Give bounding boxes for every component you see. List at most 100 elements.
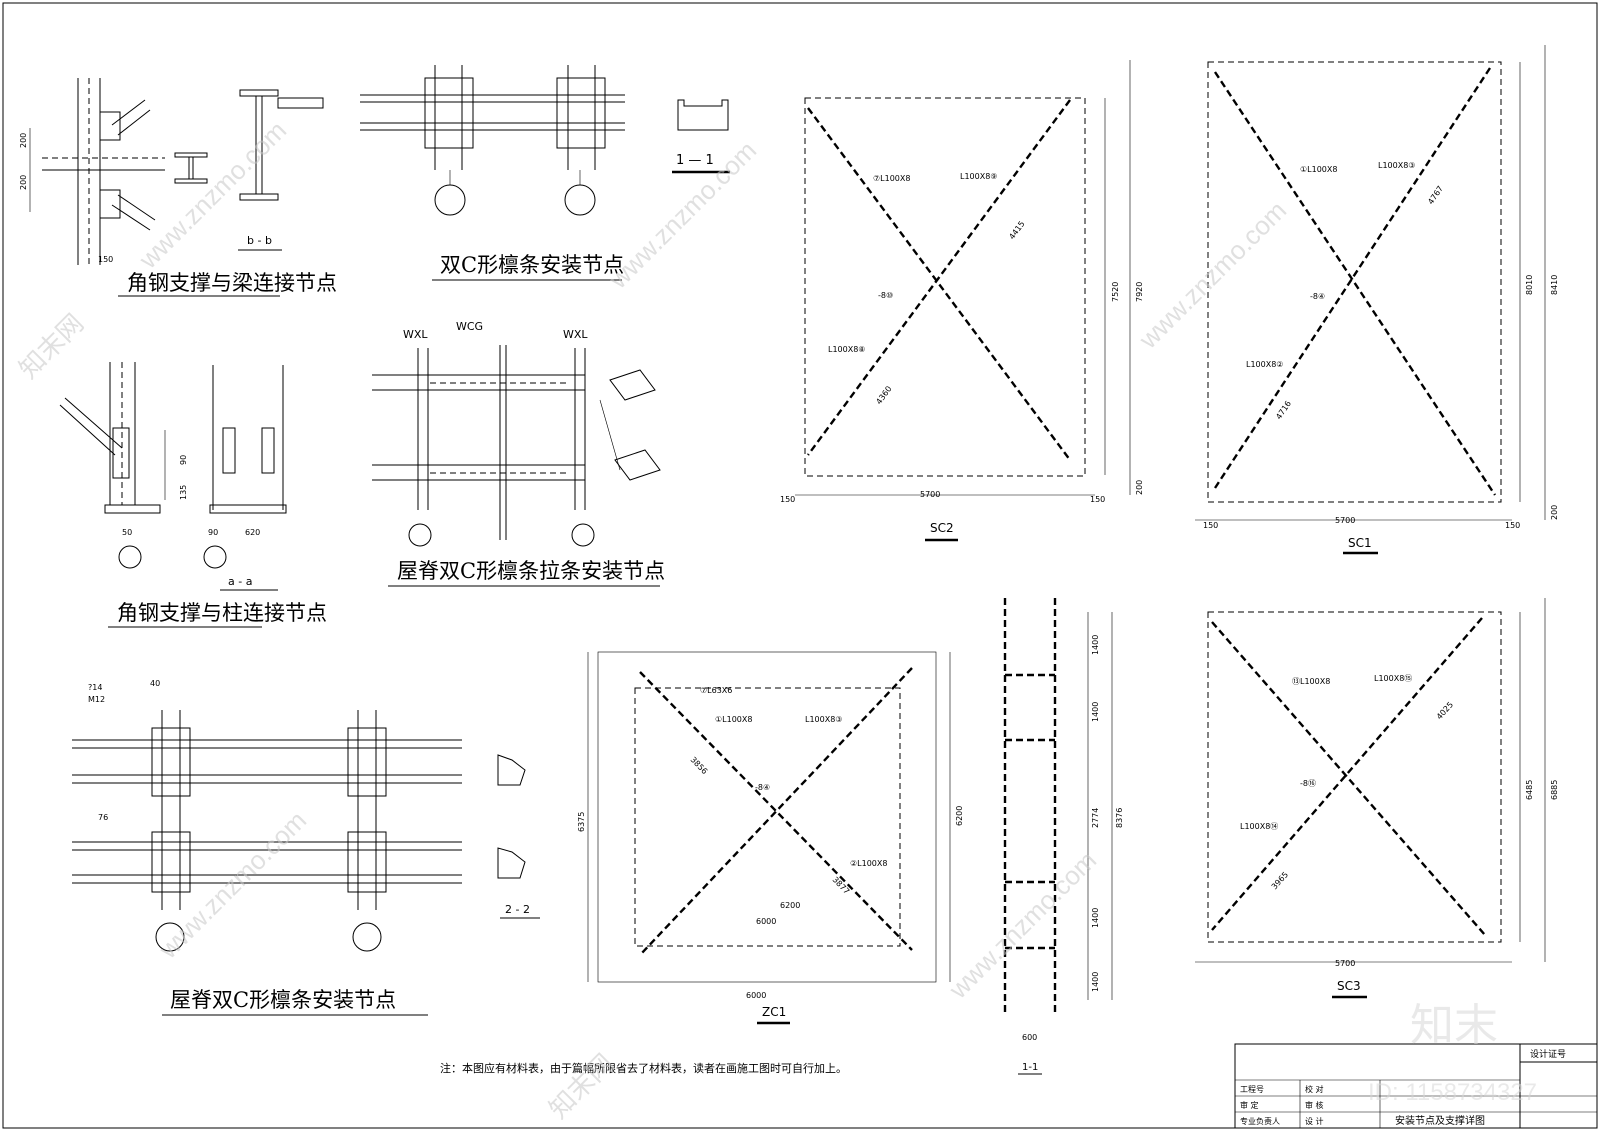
sc3-diag1: 4025: [1435, 700, 1455, 721]
sc3-member-a: ⑬L100X8: [1292, 677, 1330, 686]
sc1-member-a: ①L100X8: [1300, 165, 1337, 174]
label-side-1-1: 1-1: [1022, 1062, 1038, 1073]
watermark-url-5: www.znzmo.com: [942, 845, 1102, 1005]
label-b-b: b - b: [247, 234, 272, 247]
side-1400c: 1400: [1091, 908, 1100, 928]
callout-bolt: M12: [88, 695, 105, 704]
tb-row3: 专业负责人: [1240, 1116, 1280, 1126]
zc1-member-d: ②L100X8: [850, 859, 887, 868]
zc1-h1: 6375: [577, 812, 586, 832]
sc1-150a: 150: [1203, 521, 1218, 530]
sc1-diag1: 4767: [1426, 184, 1445, 206]
side-1400a: 1400: [1091, 635, 1100, 655]
title-block: 设计证号 工程号 审 定 专业负责人 校 对 审 核 设 计 安装节点及支撑详图: [1234, 1043, 1598, 1129]
sc1-member-b: L100X8③: [1378, 161, 1415, 170]
detail-angle-column: 90 135 50 90 620 a - a 角钢支撑与柱连接节点: [59, 362, 327, 628]
sc2-member-b: L100X8⑨: [960, 172, 997, 181]
watermark-brand: 知末: [1410, 1001, 1498, 1050]
sc3-h2: 6885: [1550, 780, 1559, 800]
detail-angle-beam: 200 200 150 b - b 角钢支撑与梁连接节点: [19, 78, 337, 297]
tag-wxl-left: WXL: [403, 328, 428, 341]
zc1-member-c: L100X8③: [805, 715, 842, 724]
callout-40: 40: [150, 679, 160, 688]
watermark-url-3: www.znzmo.com: [1132, 195, 1292, 355]
dim-150: 150: [98, 255, 113, 264]
brace-sc1: 5700 8410 8010 4767 4716 150 150 200 ①L1…: [1195, 45, 1559, 555]
detail-double-c: 1 — 1 双C形檩条安装节点: [360, 65, 730, 281]
watermark-site-2: 知末网: [543, 1048, 619, 1124]
side-1400d: 1400: [1091, 972, 1100, 992]
tag-wcg: WCG: [456, 320, 483, 333]
sc3-member-c: L100X8⑭: [1240, 822, 1278, 831]
label-sc2: SC2: [930, 521, 954, 535]
sc2-150b: 150: [1090, 495, 1105, 504]
title-ridge-double-c: 屋脊双C形檩条安装节点: [170, 988, 396, 1012]
label-2-2: 2 - 2: [505, 903, 530, 916]
watermark-url-4: www.znzmo.com: [152, 805, 312, 965]
label-sc3: SC3: [1337, 979, 1361, 993]
tb-cert: 设计证号: [1530, 1048, 1566, 1060]
side-600: 600: [1022, 1033, 1037, 1042]
tag-wxl-right: WXL: [563, 328, 588, 341]
sc3-diag2: 3965: [1270, 870, 1290, 891]
zc1-member-b: ①L100X8: [715, 715, 752, 724]
tb-row1: 工程号: [1240, 1085, 1264, 1094]
zc1-plate: -8④: [755, 783, 770, 792]
sc2-plate: -8⑩: [878, 291, 893, 300]
zc1-diag1: 3856: [689, 755, 710, 776]
brace-zc1: 6000 6375 6200 3856 3877 6000 6200 ⑦L63X…: [577, 651, 964, 1025]
zc1-inner-w: 6000: [756, 917, 776, 926]
callout-dia: ?14: [88, 683, 102, 692]
side-total: 8376: [1115, 808, 1124, 828]
dim-90b: 90: [208, 528, 218, 537]
brace-sc2: 5700 7520 7920 4415 4360 150 150 200 ⑦L1…: [780, 60, 1144, 542]
sc2-h2: 7920: [1135, 282, 1144, 302]
sc2-member-c: L100X8⑧: [828, 345, 865, 354]
dim-620: 620: [245, 528, 260, 537]
sc2-width: 5700: [920, 490, 940, 499]
tb-drawing-name: 安装节点及支撑详图: [1395, 1114, 1485, 1127]
sc2-150a: 150: [780, 495, 795, 504]
dim-50: 50: [122, 528, 132, 537]
side-1400b: 1400: [1091, 702, 1100, 722]
sc1-plate: -8④: [1310, 292, 1325, 301]
dim-135: 135: [179, 485, 188, 500]
sc2-diag1: 4415: [1007, 219, 1026, 241]
tb-c2: 审 核: [1305, 1100, 1324, 1110]
sc1-width: 5700: [1335, 516, 1355, 525]
watermark-site-1: 知末网: [13, 308, 89, 384]
dim-90: 90: [179, 455, 188, 465]
zc1-member-a: ⑦L63X6: [700, 686, 732, 695]
label-1-1: 1 — 1: [676, 153, 714, 168]
sc3-plate: -8⑯: [1300, 779, 1316, 788]
watermark-url-1: www.znzmo.com: [132, 115, 292, 275]
tb-row2: 审 定: [1240, 1100, 1259, 1110]
title-angle-beam: 角钢支撑与梁连接节点: [127, 271, 337, 295]
label-a-a: a - a: [228, 575, 252, 588]
sc3-width: 5700: [1335, 959, 1355, 968]
sc1-150b: 150: [1505, 521, 1520, 530]
title-double-c: 双C形檩条安装节点: [440, 253, 624, 277]
sc2-h1: 7520: [1111, 282, 1120, 302]
tb-c1: 校 对: [1305, 1084, 1324, 1094]
sc2-member-a: ⑦L100X8: [873, 174, 910, 183]
title-angle-column: 角钢支撑与柱连接节点: [117, 601, 327, 625]
tb-c3: 设 计: [1305, 1116, 1324, 1126]
detail-ridge-tie: WXL WCG WXL 屋脊双C形檩条拉条安装节点: [372, 320, 665, 587]
detail-ridge-double-c: ?14 M12 40 76 2 - 2 屋脊双C形檩条安装节点: [72, 679, 540, 1016]
sc3-member-b: L100X8⑮: [1374, 674, 1412, 683]
watermark-id: ID: 1158734327: [1368, 1079, 1537, 1106]
dim-200a: 200: [19, 133, 28, 148]
zc1-inner-h: 6200: [780, 901, 800, 910]
sc3-h1: 6485: [1525, 780, 1534, 800]
sc1-h2: 8010: [1525, 275, 1534, 295]
brace-sc3: 5700 6485 6885 4025 3965 ⑬L100X8 L100X8⑮…: [1195, 598, 1559, 999]
callout-76: 76: [98, 813, 108, 822]
zc1-h2: 6200: [955, 806, 964, 826]
label-sc1: SC1: [1348, 536, 1372, 550]
side-2774: 2774: [1091, 808, 1100, 828]
sc1-200: 200: [1550, 505, 1559, 520]
sc2-diag2: 4360: [874, 384, 893, 406]
